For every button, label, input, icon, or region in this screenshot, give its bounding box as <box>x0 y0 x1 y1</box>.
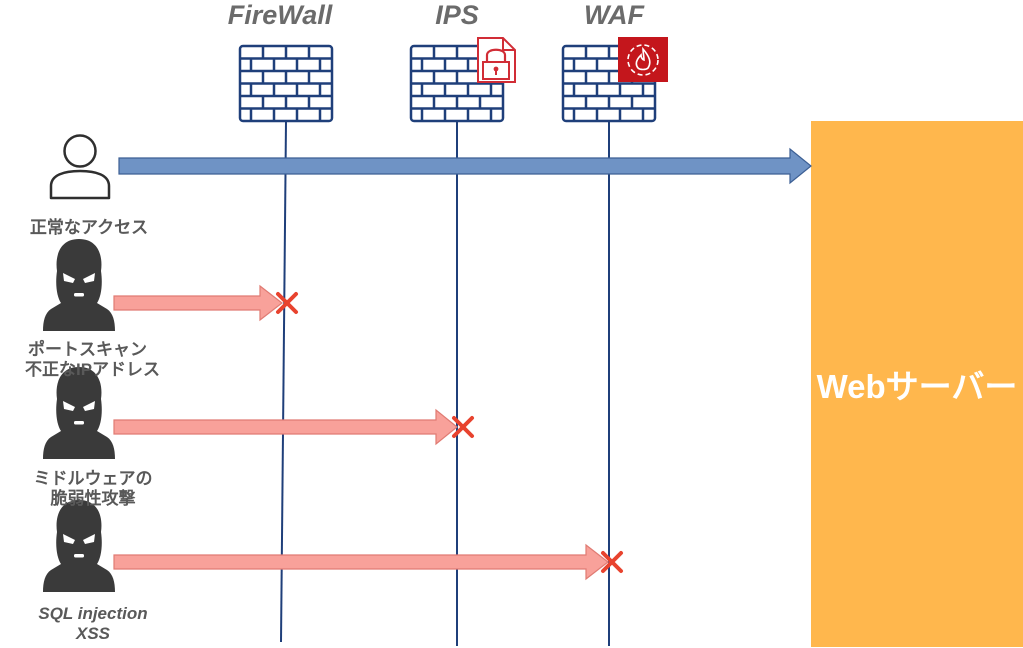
web-server-label: Webサーバー <box>816 368 1018 405</box>
attack3-label-line1: SQL injection <box>38 604 148 623</box>
attack1-label-line2: 不正なIPアドレス <box>24 360 161 379</box>
attack-arrow-2 <box>113 408 458 446</box>
firewall-wall-icon <box>238 44 334 123</box>
ips-header: IPS <box>435 0 479 30</box>
user-icon <box>49 134 111 200</box>
firewall-header: FireWall <box>227 0 333 30</box>
attacker-icon-2 <box>43 367 115 459</box>
attacker-icon-1 <box>43 239 115 331</box>
attack-arrow-1 <box>113 284 283 322</box>
web-server-box: Webサーバー <box>811 121 1023 647</box>
waf-shield-icon <box>618 37 668 82</box>
normal-access-label: 正常なアクセス <box>29 218 149 237</box>
attack2-label-line2: 脆弱性攻撃 <box>50 489 136 508</box>
attack1-label-line1: ポートスキャン <box>28 340 147 359</box>
lock-document-icon <box>477 37 516 83</box>
normal-access-arrow <box>118 147 812 185</box>
attacker-icon-3 <box>43 500 115 592</box>
attack3-label-line2: XSS <box>75 624 111 643</box>
waf-header: WAF <box>584 0 644 30</box>
attack2-label-line1: ミドルウェアの <box>33 469 153 488</box>
attack-arrow-3 <box>113 543 609 581</box>
